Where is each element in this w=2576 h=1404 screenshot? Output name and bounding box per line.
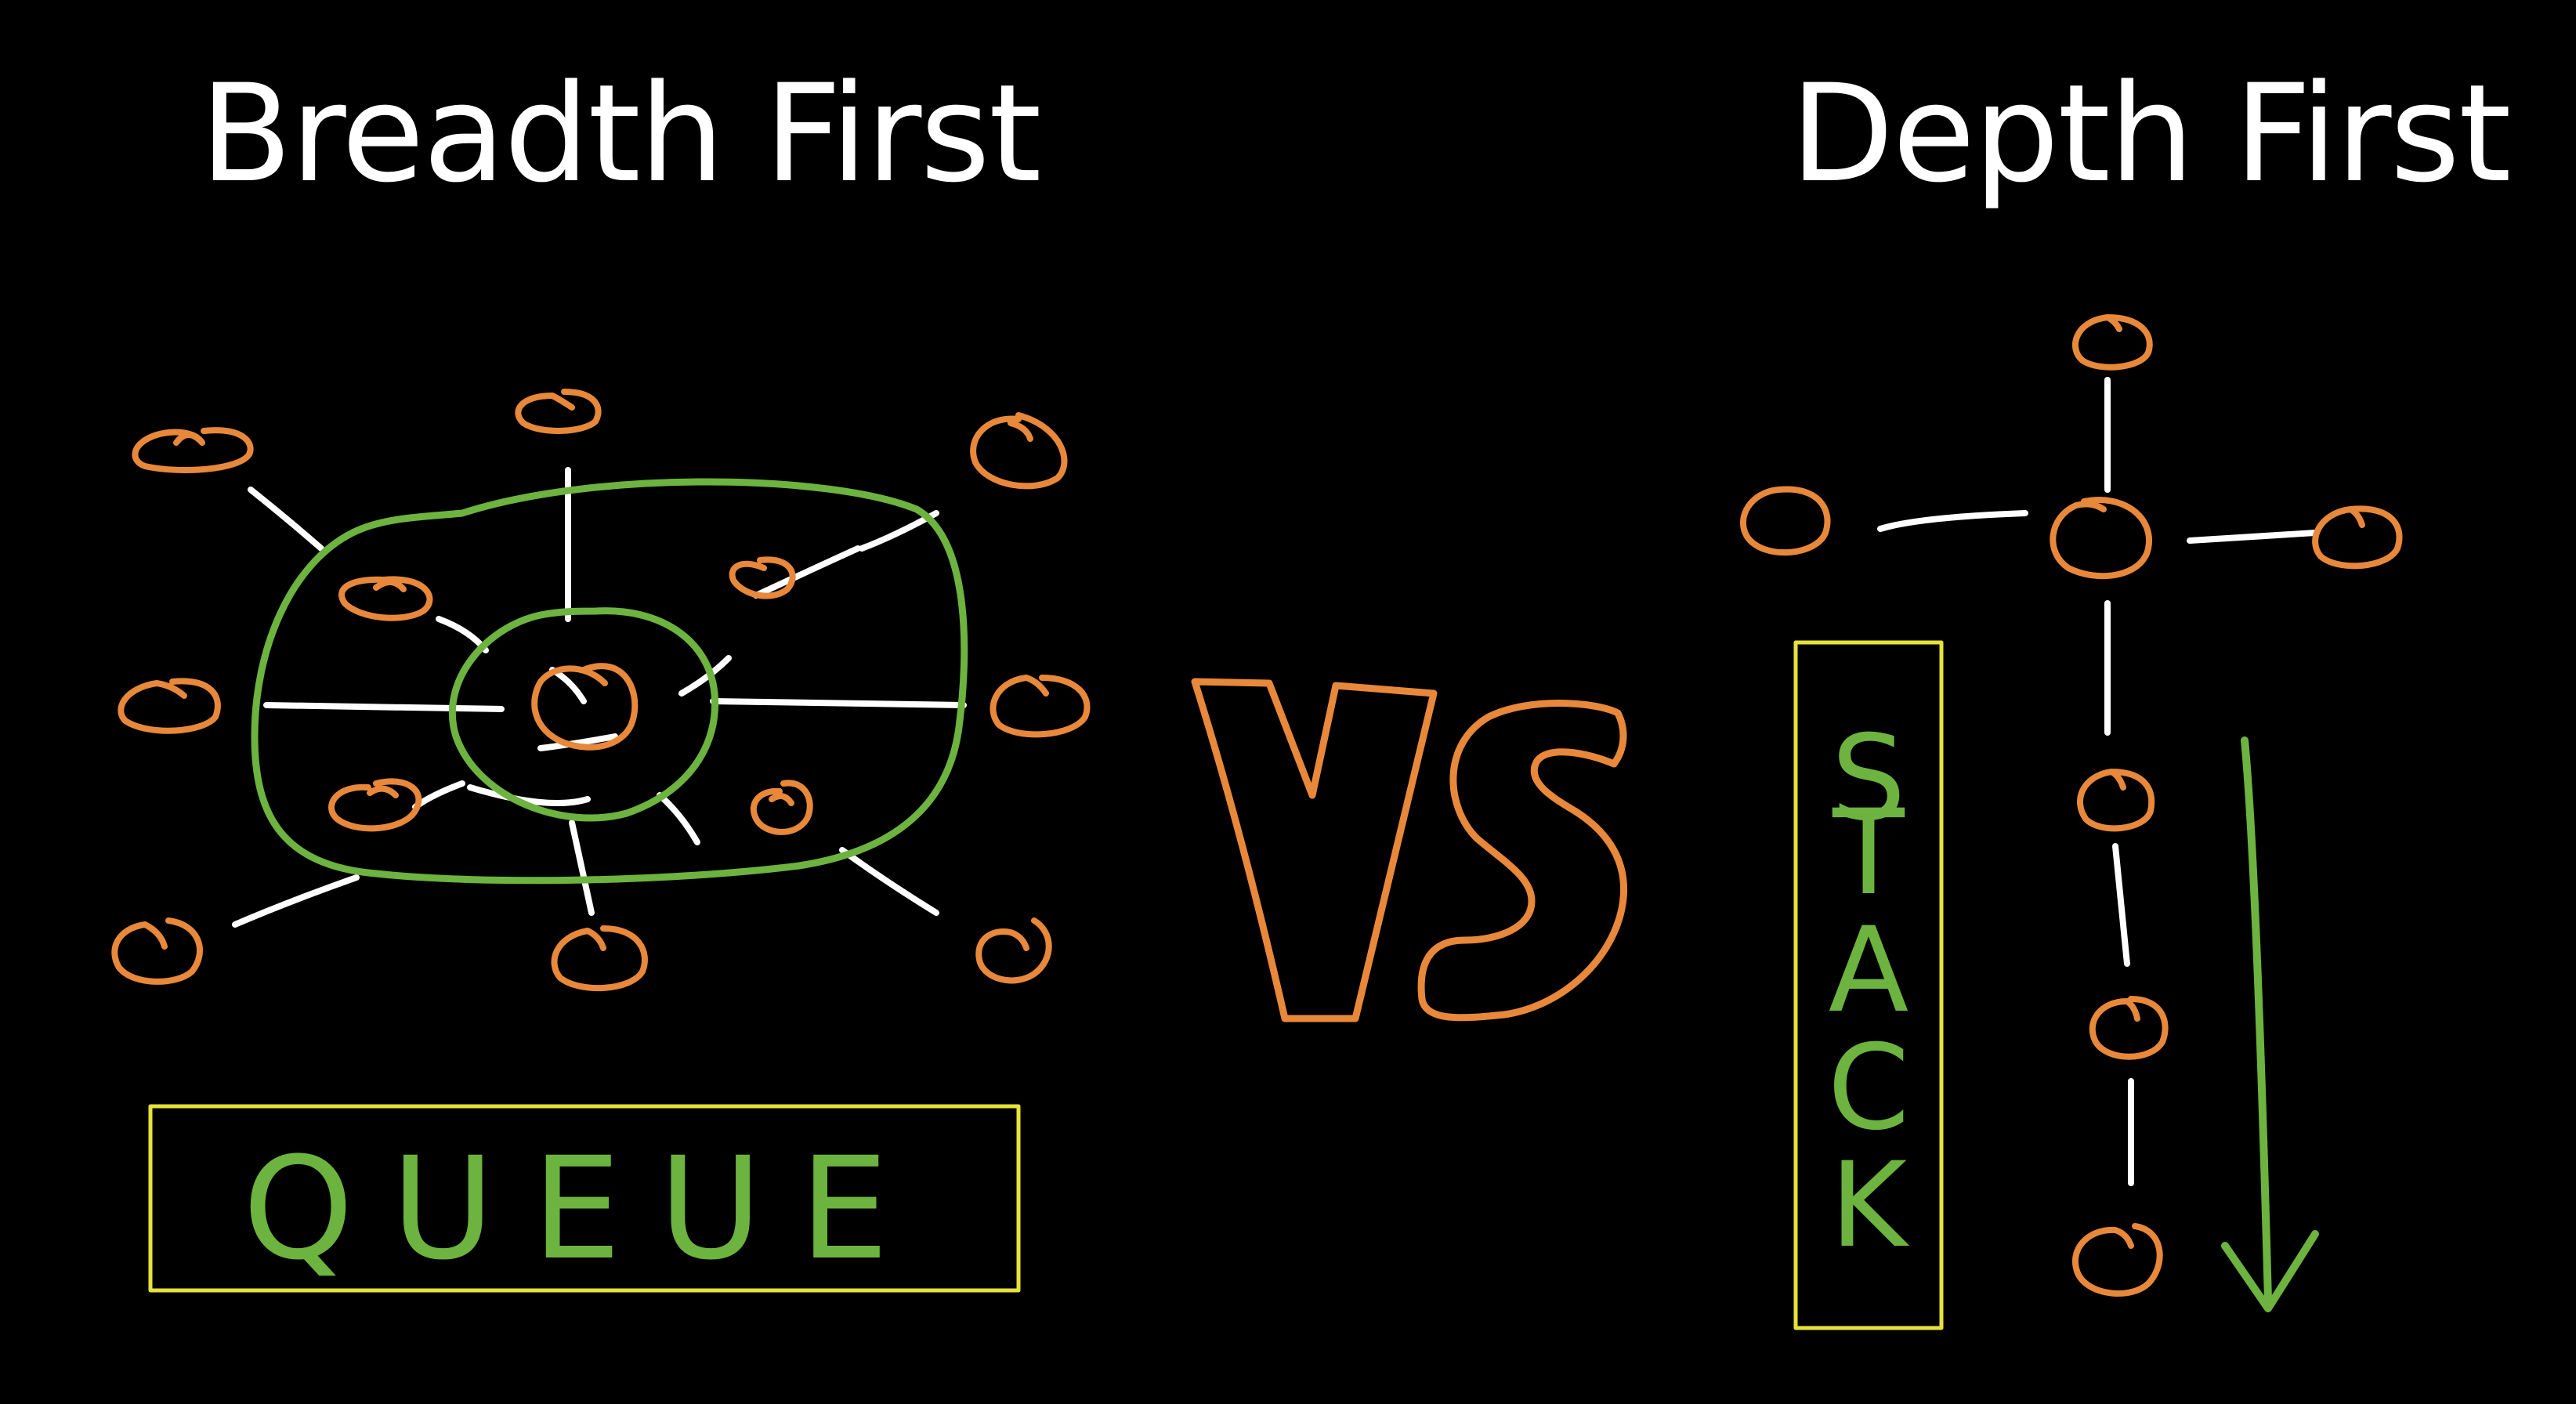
bfs-node <box>551 925 648 992</box>
bfs-nodes <box>111 389 1091 992</box>
bfs-node <box>975 917 1052 984</box>
bfs-outer-ring <box>251 478 968 885</box>
bfs-graph <box>111 389 1091 992</box>
dfs-node <box>1740 486 1831 555</box>
queue-box: QUEUE <box>148 1104 1021 1293</box>
bfs-node <box>990 675 1091 738</box>
bfs-edge <box>678 655 732 697</box>
dfs-nodes <box>1740 314 2403 1297</box>
bfs-node <box>729 556 796 599</box>
dfs-node <box>2312 505 2403 570</box>
bfs-edge <box>657 792 700 845</box>
dfs-edge <box>2112 843 2130 967</box>
dfs-edge <box>2187 530 2318 544</box>
dfs-edge <box>1877 510 2028 532</box>
arrow-head <box>2221 1230 2319 1312</box>
bfs-node <box>328 778 422 832</box>
bfs-inner-ring <box>448 607 719 822</box>
stack-letter: C <box>1828 1020 1910 1156</box>
bfs-node <box>515 389 602 434</box>
dfs-node <box>2071 1223 2163 1297</box>
arrow-shaft <box>2241 736 2272 1304</box>
dfs-graph <box>1740 314 2403 1312</box>
bfs-edge <box>753 510 939 599</box>
bfs-edge <box>549 667 587 704</box>
dfs-node <box>2077 769 2155 832</box>
bfs-node <box>111 917 203 985</box>
stack-letter: K <box>1830 1138 1910 1274</box>
bfs-edge <box>232 874 360 928</box>
stack-letter: T <box>1832 785 1905 921</box>
bfs-edge <box>710 698 967 708</box>
bfs-node <box>750 780 813 835</box>
dfs-node-root <box>2072 314 2153 371</box>
depth-first-title: Depth First <box>1790 55 2512 212</box>
down-arrow <box>2221 736 2319 1312</box>
bfs-node <box>132 427 254 473</box>
bfs-edge <box>569 820 595 916</box>
bfs-node <box>970 412 1068 490</box>
bfs-edge <box>839 847 939 916</box>
queue-frame <box>148 1104 1021 1293</box>
vs-letter-v <box>1191 678 1438 1022</box>
stack-frame <box>1793 640 1944 1330</box>
breadth-first-title: Breadth First <box>200 55 1041 212</box>
vs-letter-s <box>1417 700 1628 1022</box>
bfs-node-center <box>531 663 639 751</box>
dfs-edges <box>1877 377 2318 1186</box>
bfs-edge <box>263 702 505 712</box>
vs-mark <box>1191 678 1628 1022</box>
bfs-node <box>118 678 221 734</box>
queue-label: QUEUE <box>243 1127 927 1291</box>
bfs-node <box>338 576 433 621</box>
dfs-node <box>2089 996 2169 1060</box>
stack-letter: A <box>1829 903 1909 1039</box>
bfs-rings <box>251 478 968 885</box>
bfs-edge <box>248 487 324 552</box>
dfs-node-center <box>2050 497 2153 580</box>
stack-letter: S <box>1831 711 1905 847</box>
